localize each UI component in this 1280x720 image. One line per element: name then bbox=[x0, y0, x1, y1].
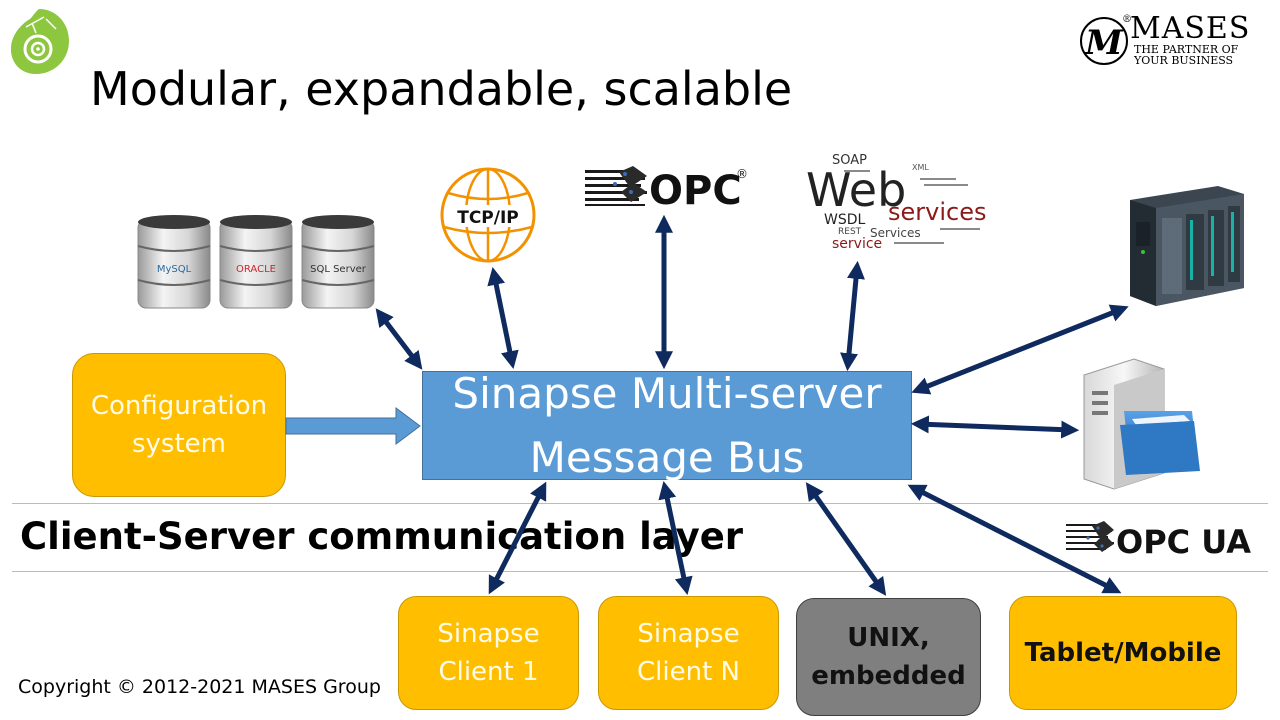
layer-top-line bbox=[12, 503, 1268, 504]
opcua-label: OPC UA bbox=[1116, 523, 1251, 558]
message-bus-box: Sinapse Multi-server Message Bus bbox=[422, 369, 912, 482]
mases-mark-icon: M bbox=[1080, 17, 1128, 65]
layer-label: Client-Server communication layer bbox=[20, 515, 744, 558]
opc-logo-icon: OPC ® bbox=[585, 166, 748, 210]
opc-ua-logo-icon: OPC UA bbox=[1066, 521, 1251, 558]
mases-tagline-2: YOUR BUSINESS bbox=[1134, 54, 1234, 67]
mases-name: MASES bbox=[1130, 11, 1251, 46]
mases-registered: ® bbox=[1122, 14, 1132, 25]
client-n-line-2: Client N bbox=[637, 657, 740, 687]
bus-line-1: Sinapse Multi-server bbox=[452, 368, 882, 418]
ws-rest: REST bbox=[838, 227, 862, 237]
ws-service: service bbox=[832, 236, 882, 252]
database-icon: ORACLE bbox=[219, 215, 293, 309]
db-label-oracle: ORACLE bbox=[236, 264, 276, 275]
server-folder-icon bbox=[1083, 358, 1200, 490]
config-line-1: Configuration bbox=[90, 391, 268, 421]
globe-icon: TCP/IP bbox=[440, 167, 536, 263]
database-icon: SQL Server bbox=[301, 215, 375, 309]
db-label-mysql: MySQL bbox=[157, 264, 192, 275]
db-label-sqlserver: SQL Server bbox=[310, 264, 367, 275]
mases-logo: M ® MASES THE PARTNER OF YOUR BUSINESS bbox=[1080, 14, 1270, 70]
database-icon: MySQL bbox=[137, 215, 211, 309]
copyright: Copyright © 2012-2021 MASES Group bbox=[18, 676, 381, 698]
ws-services: services bbox=[888, 198, 986, 226]
client-1-line-1: Sinapse bbox=[437, 619, 540, 649]
unix-line-2: embedded bbox=[811, 661, 966, 691]
unix-line-1: UNIX, bbox=[847, 623, 930, 653]
opc-label: OPC bbox=[649, 168, 742, 210]
mases-tagline-1: THE PARTNER OF bbox=[1134, 43, 1239, 56]
arrow-server bbox=[910, 415, 1080, 439]
tablet-mobile-box: Tablet/Mobile bbox=[1009, 596, 1237, 710]
client-box-1: Sinapse Client 1 bbox=[398, 596, 579, 710]
web-services-wordcloud-icon: SOAP XML Web services WSDL REST Services… bbox=[806, 153, 986, 252]
configuration-system-box: Configuration system bbox=[72, 353, 286, 497]
tablet-line-1: Tablet/Mobile bbox=[1024, 638, 1222, 668]
tcpip-label: TCP/IP bbox=[457, 208, 519, 228]
chameleon-logo-icon bbox=[10, 9, 69, 74]
database-icons: MySQL ORACLE SQL Server bbox=[137, 215, 375, 309]
ws-xml: XML bbox=[912, 163, 929, 172]
arrow-databases bbox=[375, 308, 423, 370]
client-box-n: Sinapse Client N bbox=[598, 596, 779, 710]
plc-device-icon bbox=[1130, 186, 1244, 306]
arrow-config bbox=[285, 407, 421, 445]
client-n-line-1: Sinapse bbox=[637, 619, 740, 649]
page-title: Modular, expandable, scalable bbox=[90, 62, 793, 116]
ws-services2: Services bbox=[870, 226, 921, 240]
ws-soap: SOAP bbox=[832, 153, 867, 168]
ws-wsdl: WSDL bbox=[824, 212, 866, 228]
bus-line-2: Message Bus bbox=[529, 432, 805, 482]
client-1-line-2: Client 1 bbox=[438, 657, 539, 687]
unix-embedded-box: UNIX, embedded bbox=[796, 598, 981, 716]
opc-registered: ® bbox=[736, 167, 748, 181]
arrow-tcpip bbox=[487, 266, 519, 370]
layer-bottom-line bbox=[12, 571, 1268, 572]
mases-mark-letter: M bbox=[1084, 23, 1124, 63]
config-line-2: system bbox=[132, 429, 226, 459]
arrow-webservices bbox=[840, 260, 865, 372]
